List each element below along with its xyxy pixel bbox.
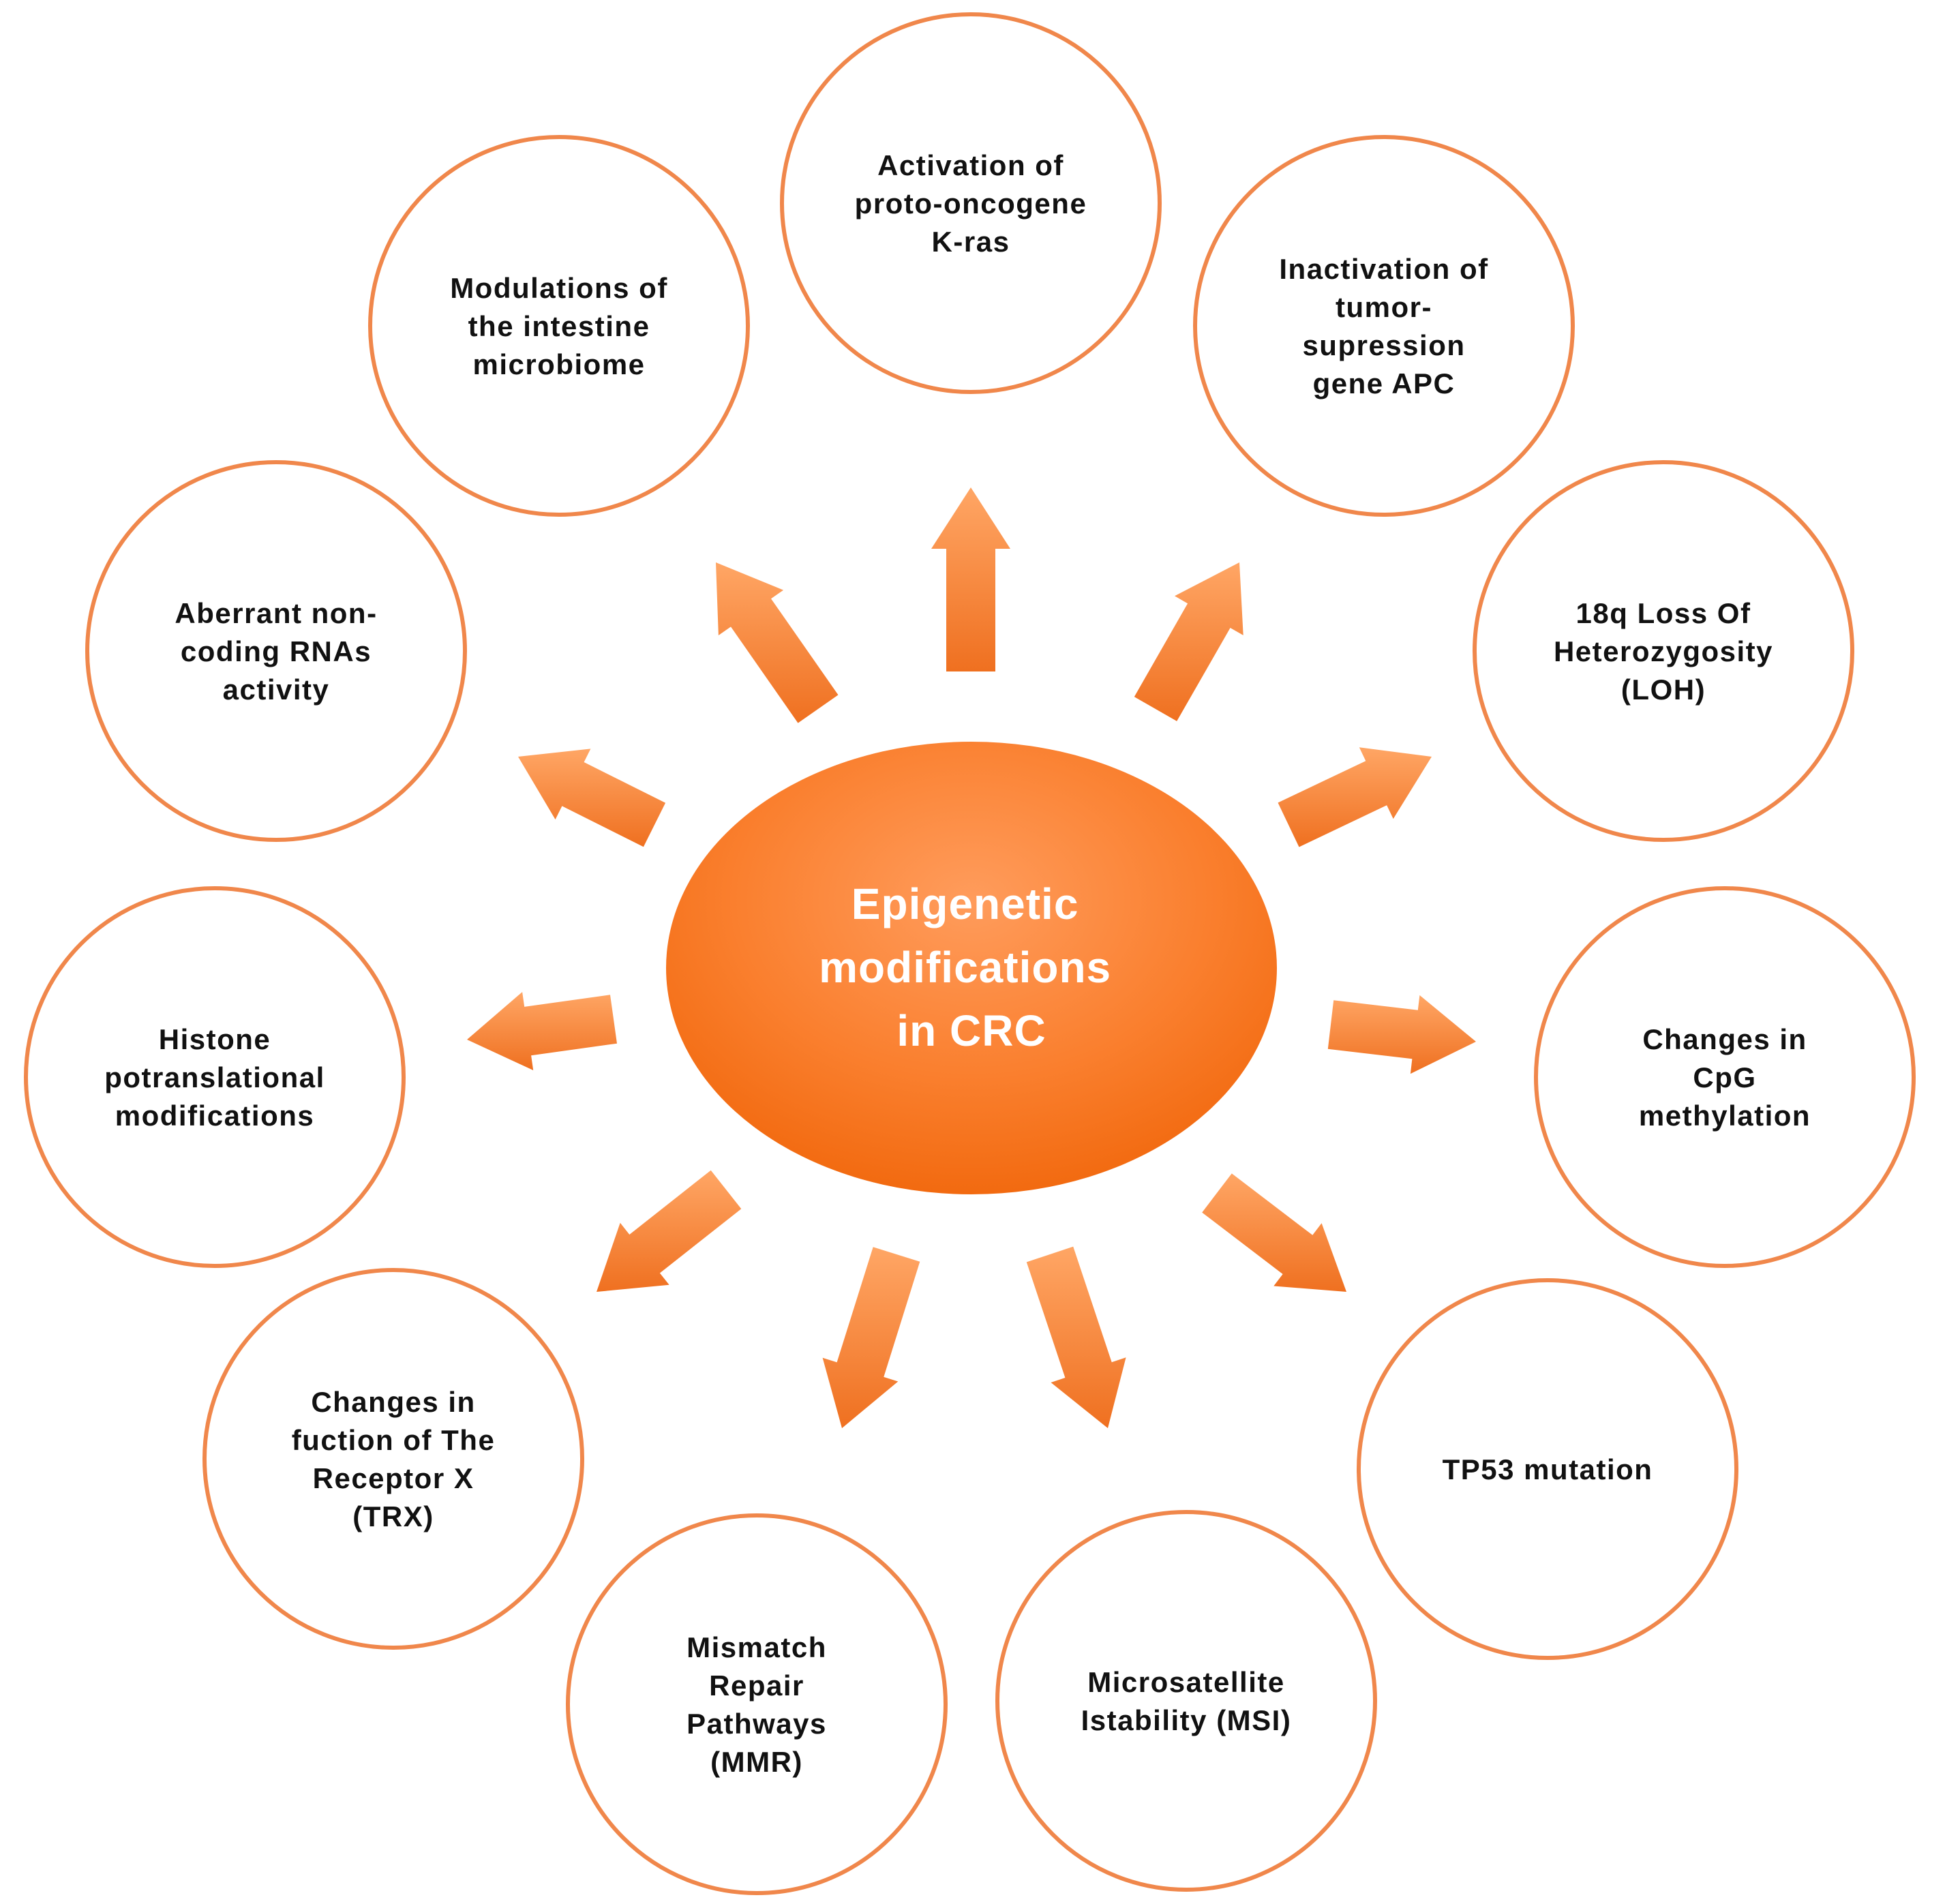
center-line: modifications bbox=[819, 943, 1111, 992]
node-label-line: Receptor X bbox=[313, 1462, 474, 1494]
node-label: TP53 mutation bbox=[1443, 1453, 1653, 1485]
node-label: Histone potranslational modifications bbox=[104, 1023, 325, 1132]
node-label: Modulations of the intestine microbiome bbox=[450, 272, 668, 380]
node-label-line: (LOH) bbox=[1621, 674, 1706, 706]
center-label: Epigenetic modifications in CRC bbox=[819, 879, 1124, 1055]
node-label-line: Pathways bbox=[687, 1708, 827, 1740]
arrow-cpg bbox=[1327, 995, 1476, 1074]
arrow-loh bbox=[1278, 747, 1432, 847]
node-label-line: tumor- bbox=[1336, 291, 1432, 323]
node-circle bbox=[1473, 460, 1854, 842]
node-label-line: Mismatch bbox=[687, 1631, 827, 1663]
node-label: 18q Loss Of Heterozygosity (LOH) bbox=[1554, 597, 1773, 706]
node-label: Changes in CpG methylation bbox=[1639, 1023, 1811, 1132]
node-label-line: Changes in bbox=[1642, 1023, 1807, 1055]
node-label-line: Changes in bbox=[311, 1386, 475, 1418]
node-label-line: proto-oncogene bbox=[855, 187, 1087, 220]
node-label-line: TP53 mutation bbox=[1443, 1453, 1653, 1485]
node-tp53: TP53 mutation bbox=[1357, 1278, 1738, 1660]
node-label-line: (MMR) bbox=[710, 1746, 803, 1778]
node-circle bbox=[24, 886, 406, 1268]
node-label-line: modifications bbox=[115, 1100, 315, 1132]
node-label-line: K-ras bbox=[932, 226, 1010, 258]
node-label-line: supression bbox=[1302, 329, 1465, 361]
node-label-line: Microsatellite bbox=[1087, 1666, 1284, 1698]
node-label-line: gene APC bbox=[1313, 367, 1456, 399]
node-circle bbox=[1357, 1278, 1738, 1660]
node-label-line: Inactivation of bbox=[1279, 253, 1488, 285]
arrow-ncrna bbox=[518, 749, 666, 847]
node-label-line: Activation of bbox=[877, 149, 1064, 181]
node-cpg: Changes in CpG methylation bbox=[1534, 886, 1916, 1268]
node-circle bbox=[995, 1510, 1377, 1892]
node-apc: Inactivation of tumor-supression gene APC bbox=[1193, 135, 1575, 517]
center-line: in CRC bbox=[896, 1006, 1046, 1055]
node-label-line: (TRX) bbox=[352, 1500, 434, 1532]
node-label-line: methylation bbox=[1639, 1100, 1811, 1132]
node-label: Aberrant non-coding RNAs activity bbox=[175, 597, 377, 706]
center-node: Epigenetic modifications in CRC bbox=[666, 742, 1277, 1194]
center-ellipse bbox=[666, 742, 1277, 1194]
node-circle bbox=[85, 460, 467, 842]
node-histone: Histone potranslational modifications bbox=[24, 886, 406, 1268]
node-circle bbox=[1534, 886, 1916, 1268]
node-loh: 18q Loss Of Heterozygosity (LOH) bbox=[1473, 460, 1854, 842]
node-label-line: Istability (MSI) bbox=[1081, 1704, 1292, 1736]
node-circle bbox=[202, 1268, 584, 1650]
node-label-line: Repair bbox=[709, 1669, 804, 1702]
node-label-line: fuction of The bbox=[292, 1424, 496, 1456]
node-label-line: activity bbox=[223, 674, 330, 706]
arrows-layer bbox=[467, 487, 1476, 1428]
node-label-line: potranslational bbox=[104, 1061, 325, 1093]
arrow-kras bbox=[931, 487, 1010, 671]
node-label-line: Aberrant non- bbox=[175, 597, 377, 629]
arrow-tp53 bbox=[1202, 1173, 1346, 1292]
node-label-line: Heterozygosity bbox=[1554, 635, 1773, 667]
center-line: Epigenetic bbox=[851, 879, 1079, 928]
node-microbiome: Modulations of the intestine microbiome bbox=[368, 135, 750, 517]
node-label-line: the intestine bbox=[468, 310, 650, 342]
arrow-mmr bbox=[822, 1247, 920, 1428]
arrow-trx bbox=[597, 1170, 742, 1292]
node-label-line: microbiome bbox=[472, 348, 645, 380]
node-label: Inactivation of tumor-supression gene APC bbox=[1279, 253, 1488, 399]
node-circle bbox=[1193, 135, 1575, 517]
node-label-line: Histone bbox=[159, 1023, 271, 1055]
node-label-line: CpG bbox=[1693, 1061, 1756, 1093]
node-circle bbox=[368, 135, 750, 517]
arrow-msi bbox=[1026, 1246, 1126, 1428]
node-label-line: Modulations of bbox=[450, 272, 668, 304]
arrow-apc bbox=[1134, 562, 1243, 721]
node-label-line: 18q Loss Of bbox=[1576, 597, 1751, 629]
arrow-microbiome bbox=[716, 562, 839, 723]
arrow-histone bbox=[467, 992, 617, 1070]
node-label-line: coding RNAs bbox=[181, 635, 372, 667]
node-circle bbox=[780, 12, 1162, 394]
node-circle bbox=[566, 1513, 948, 1895]
node-ncrna: Aberrant non-coding RNAs activity bbox=[85, 460, 467, 842]
